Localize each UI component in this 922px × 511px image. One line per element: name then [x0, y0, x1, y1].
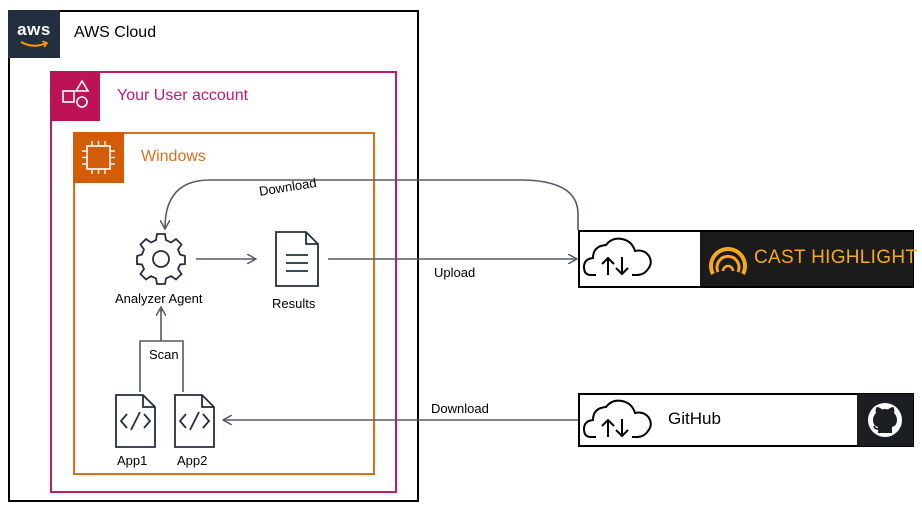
windows-group [73, 132, 375, 475]
cloud-upload-download-icon [582, 237, 652, 276]
gear-icon [136, 233, 186, 285]
scan-label: Scan [148, 347, 180, 362]
cast-logo-mark [709, 247, 747, 275]
download-bottom-label: Download [431, 401, 489, 416]
user-account-group [50, 71, 397, 493]
cloud-upload-download-icon [582, 399, 652, 438]
aws-smile-icon [20, 41, 48, 48]
download-arrow-top [165, 179, 579, 230]
account-icon [50, 71, 100, 121]
github-title: GitHub [668, 409, 721, 428]
results-label: Results [272, 296, 316, 311]
aws-cloud-group [8, 10, 419, 502]
user-account-title: Your User account [117, 87, 249, 104]
cast-highlight-logo: CAST HIGHLIGHT [700, 232, 917, 286]
aws-cloud-title: AWS Cloud [74, 24, 157, 41]
upload-label: Upload [434, 265, 476, 280]
aws-logo-text: aws [17, 20, 51, 39]
document-icon [275, 231, 319, 287]
github-icon [857, 394, 913, 446]
chip-icon [73, 132, 124, 183]
code-file-icon [174, 394, 215, 448]
cast-highlight-text: CAST HIGHLIGHT [754, 247, 918, 268]
windows-title: Windows [141, 148, 206, 165]
app2-label: App2 [177, 453, 208, 468]
code-file-icon [115, 394, 156, 448]
aws-logo: aws [8, 10, 60, 58]
app1-label: App1 [117, 453, 148, 468]
analyzer-agent-label: Analyzer Agent [115, 291, 203, 306]
